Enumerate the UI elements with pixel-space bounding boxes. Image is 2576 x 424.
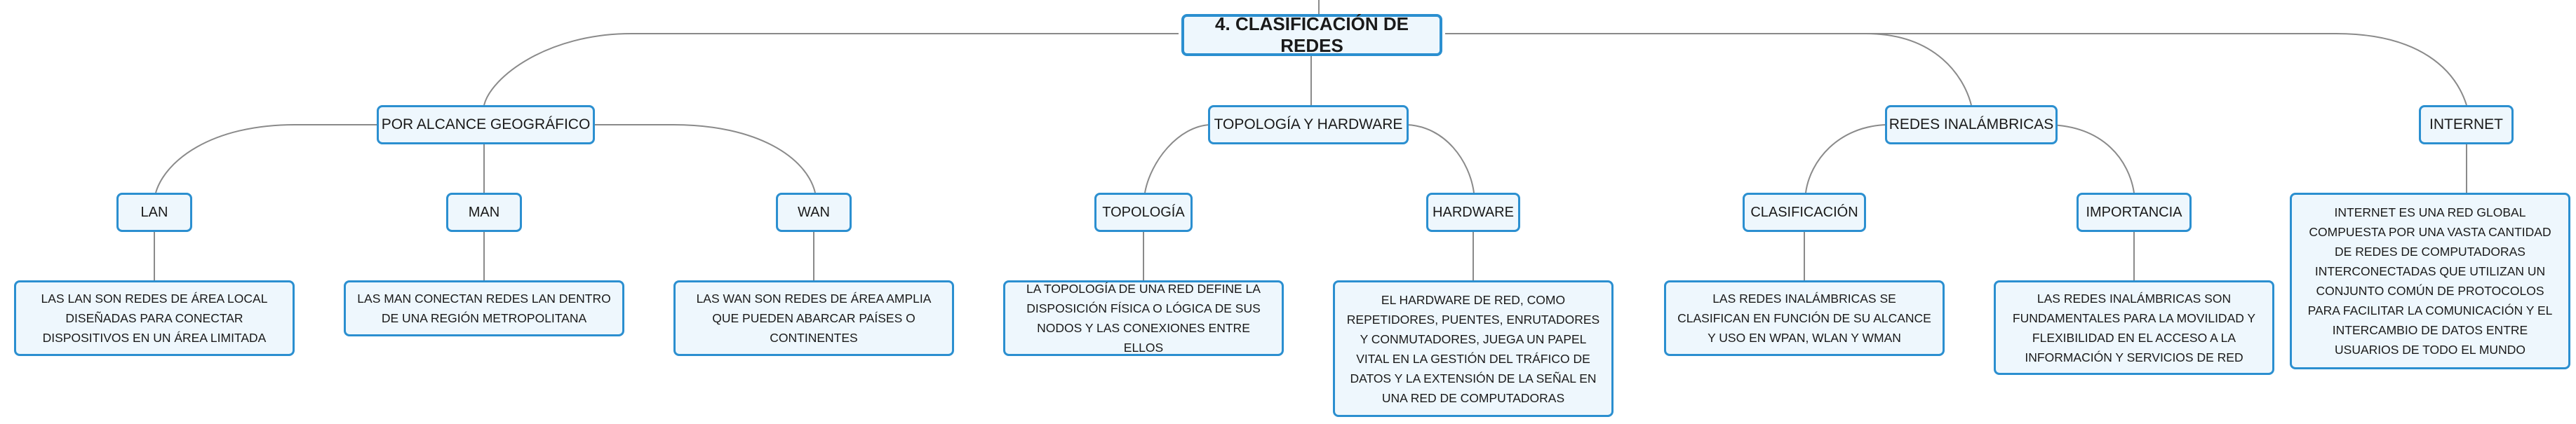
detail-topologia[interactable]: LA TOPOLOGÍA DE UNA RED DEFINE LA DISPOS…: [1003, 280, 1284, 356]
detail-wan[interactable]: LAS WAN SON REDES DE ÁREA AMPLIA QUE PUE…: [673, 280, 954, 356]
node-importancia[interactable]: IMPORTANCIA: [2077, 193, 2192, 232]
node-man[interactable]: MAN: [446, 193, 522, 232]
node-lan[interactable]: LAN: [116, 193, 192, 232]
branch-internet[interactable]: INTERNET: [2419, 105, 2514, 144]
connector-ina-importancia: [2048, 124, 2135, 193]
detail-lan[interactable]: LAS LAN SON REDES DE ÁREA LOCAL DISEÑADA…: [14, 280, 295, 356]
detail-importancia[interactable]: LAS REDES INALÁMBRICAS SON FUNDAMENTALES…: [1994, 280, 2274, 375]
detail-man[interactable]: LAS MAN CONECTAN REDES LAN DENTRO DE UNA…: [344, 280, 624, 336]
connector-alcance-wan: [593, 124, 816, 193]
detail-hardware[interactable]: EL HARDWARE DE RED, COMO REPETIDORES, PU…: [1333, 280, 1614, 417]
node-clasificacion[interactable]: CLASIFICACIÓN: [1743, 193, 1866, 232]
branch-alcance-geografico[interactable]: POR ALCANCE GEOGRÁFICO: [377, 105, 595, 144]
connector-tyh-hardware: [1406, 124, 1475, 193]
detail-clasificacion[interactable]: LAS REDES INALÁMBRICAS SE CLASIFICAN EN …: [1664, 280, 1945, 356]
connector-root-internet: [1445, 33, 2467, 106]
connector-root-inalambricas: [1445, 33, 1972, 106]
branch-redes-inalambricas[interactable]: REDES INALÁMBRICAS: [1885, 105, 2058, 144]
connector-root-alcance: [483, 33, 1179, 106]
connector-tyh-topologia: [1144, 124, 1211, 193]
node-topologia[interactable]: TOPOLOGÍA: [1094, 193, 1193, 232]
detail-internet[interactable]: INTERNET ES UNA RED GLOBAL COMPUESTA POR…: [2290, 193, 2570, 369]
node-wan[interactable]: WAN: [776, 193, 852, 232]
node-hardware[interactable]: HARDWARE: [1426, 193, 1520, 232]
root-node[interactable]: 4. CLASIFICACIÓN DE REDES: [1181, 13, 1442, 56]
branch-topologia-hardware[interactable]: TOPOLOGÍA Y HARDWARE: [1208, 105, 1409, 144]
connector-ina-clasificacion: [1805, 124, 1888, 193]
connector-alcance-lan: [155, 124, 379, 193]
